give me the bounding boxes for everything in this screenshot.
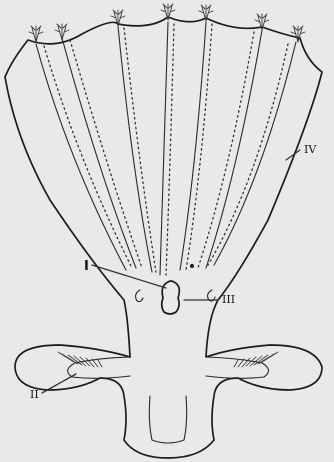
canal-dotted-3 — [124, 28, 156, 272]
label-I: I — [84, 259, 89, 274]
mouth-structure — [162, 281, 180, 314]
dot-marker — [190, 264, 194, 268]
pointer-line-I — [92, 265, 166, 288]
tuft-2 — [55, 24, 69, 40]
right-organ — [208, 290, 215, 301]
tuft-3 — [111, 10, 125, 26]
left-organ — [136, 290, 143, 302]
body-outline — [5, 17, 322, 458]
label-III: III — [222, 293, 235, 306]
canal-line-5 — [180, 22, 206, 270]
tuft-7 — [291, 26, 305, 42]
left-inner-lobe — [68, 357, 130, 378]
right-inner-lobe — [206, 357, 269, 378]
tuft-1 — [29, 26, 43, 42]
canal-dotted-2 — [70, 40, 142, 268]
canal-dotted-7 — [208, 44, 288, 265]
canal-dotted-1 — [44, 46, 132, 268]
canal-line-4 — [160, 22, 168, 275]
canal-line-1 — [36, 44, 126, 270]
tuft-4 — [161, 4, 175, 20]
bottom-inner-lobe — [149, 396, 186, 443]
tuft-5 — [199, 5, 213, 21]
label-II: II — [30, 388, 39, 401]
canal-line-6 — [206, 30, 262, 268]
label-IV: IV — [304, 143, 317, 156]
canal-dotted-6 — [198, 32, 254, 268]
canal-line-7 — [214, 42, 296, 265]
